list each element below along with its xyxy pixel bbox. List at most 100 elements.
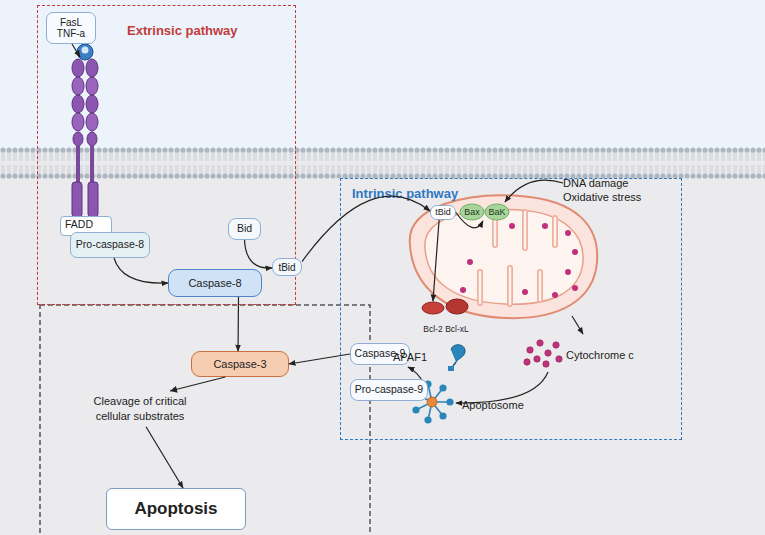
receptor-death-domain xyxy=(88,182,98,217)
release-arrow xyxy=(572,316,583,334)
cytochrome-dot xyxy=(543,361,549,367)
connector-arrow xyxy=(302,196,430,261)
cytochrome-dot xyxy=(537,340,543,346)
cytochrome-dot xyxy=(556,356,562,362)
cell-membrane xyxy=(0,147,765,179)
execution-frame xyxy=(40,305,370,535)
oval-outline xyxy=(446,299,468,314)
node-text: Bcl-xL xyxy=(437,325,477,334)
receptor-domain xyxy=(72,59,84,77)
cytochrome-dot xyxy=(572,285,578,291)
bclxl-oval: Bcl-xL xyxy=(441,298,473,333)
oval-outline xyxy=(422,302,444,314)
bcl2-oval: Bcl-2 xyxy=(419,301,447,333)
node-text: Apoptosis xyxy=(134,500,217,519)
outer-membrane xyxy=(410,195,598,318)
node-text: tBid xyxy=(435,208,451,218)
receptor-domain xyxy=(87,132,97,146)
apoptosome-core xyxy=(427,397,437,407)
oval-shape xyxy=(419,301,447,315)
oval-shape xyxy=(441,298,473,315)
connector-arrow xyxy=(114,258,168,283)
apoptosome-arm xyxy=(412,406,419,413)
bax-oval: Bax xyxy=(459,203,485,221)
cytochrome-dot xyxy=(553,342,559,348)
receptor-domain xyxy=(86,95,98,113)
cytochrome-dot xyxy=(524,359,530,365)
apaf1-icon xyxy=(448,345,465,371)
oval-outline xyxy=(460,204,484,220)
node-text: tBid xyxy=(278,262,295,273)
ligand xyxy=(77,44,93,60)
annotation-label: Apoptosome xyxy=(462,398,534,412)
procaspase-box: Pro-caspase-8 xyxy=(70,232,150,258)
ligand-core xyxy=(82,47,89,54)
cytochrome-dot xyxy=(467,259,473,265)
connector-arrow xyxy=(433,220,439,301)
caspase-box: Caspase-8 xyxy=(168,269,262,297)
cytochrome-dot xyxy=(552,292,558,298)
node-text: Bid xyxy=(237,223,252,235)
receptor-domain xyxy=(86,59,98,77)
cytochrome-dot xyxy=(565,230,571,236)
connector-arrow xyxy=(146,377,225,488)
cristae-lumen xyxy=(480,211,555,304)
cytochrome-dot xyxy=(572,249,578,255)
node-text: FADD xyxy=(65,219,93,231)
annotation-label: Cytochrome c xyxy=(566,348,651,362)
cytochrome-dot xyxy=(509,223,515,229)
pathway-frame: Extrinsic pathway FasL TNF-aFADD Pro-caspa… xyxy=(37,5,296,305)
cytoplasm xyxy=(0,150,765,535)
mitochondrion xyxy=(410,195,598,318)
node-text: Caspase-3 xyxy=(213,358,266,370)
receptor-domain xyxy=(72,113,84,131)
cytochrome-dot xyxy=(460,287,466,293)
receptor-domain xyxy=(72,95,84,113)
apaf1-linker xyxy=(453,362,456,366)
node-text: BaK xyxy=(488,208,505,217)
connector-arrow xyxy=(245,240,273,268)
node-text: Pro-caspase-9 xyxy=(355,384,423,396)
cristae xyxy=(480,211,555,304)
stress-arrow xyxy=(505,180,563,202)
outcome-box: Apoptosis xyxy=(106,488,246,530)
apoptosome-arm xyxy=(439,384,446,391)
pathway-heading: Intrinsic pathway xyxy=(352,186,458,201)
bak-oval: BaK xyxy=(484,203,510,221)
receptor-death-domain xyxy=(72,182,82,217)
receptor-domain xyxy=(73,132,83,146)
pathway-heading: Extrinsic pathway xyxy=(127,23,238,38)
node-text: Caspase-8 xyxy=(188,277,241,289)
arrowhead xyxy=(170,386,178,393)
protein-box: tBid xyxy=(272,258,302,276)
ligand-box: FasL TNF-a xyxy=(46,12,96,44)
cytochrome-dot xyxy=(542,223,548,229)
procaspase-box: Pro-caspase-9 xyxy=(350,379,428,401)
connector-arrow xyxy=(237,297,239,351)
receptor-domain xyxy=(86,77,98,95)
protein-box: tBid xyxy=(430,205,456,220)
assembly-arrow xyxy=(456,372,548,403)
node-text: Bax xyxy=(464,208,480,217)
caspase-box: Caspase-3 xyxy=(191,351,289,377)
connector-arrow xyxy=(456,213,483,228)
receptor-stalk xyxy=(76,145,80,183)
cytochrome-dot xyxy=(527,347,533,353)
extracellular-space xyxy=(0,0,765,150)
oval-outline xyxy=(485,204,509,220)
cytochrome-dot xyxy=(522,289,528,295)
receptor-domain xyxy=(72,77,84,95)
edge-label: Cleavage of critical cellular substrates xyxy=(80,394,200,424)
cytochrome-dot xyxy=(545,350,551,356)
apoptosome-arm xyxy=(439,412,446,419)
node-text: Pro-caspase-8 xyxy=(76,239,144,251)
ligand-arrow xyxy=(72,44,80,57)
receptor-stalk xyxy=(90,145,94,183)
cytochrome-dot xyxy=(534,356,540,362)
connector-arrow xyxy=(289,354,350,364)
annotation-label: APAF1 xyxy=(393,350,435,364)
apaf1-head xyxy=(451,345,465,362)
